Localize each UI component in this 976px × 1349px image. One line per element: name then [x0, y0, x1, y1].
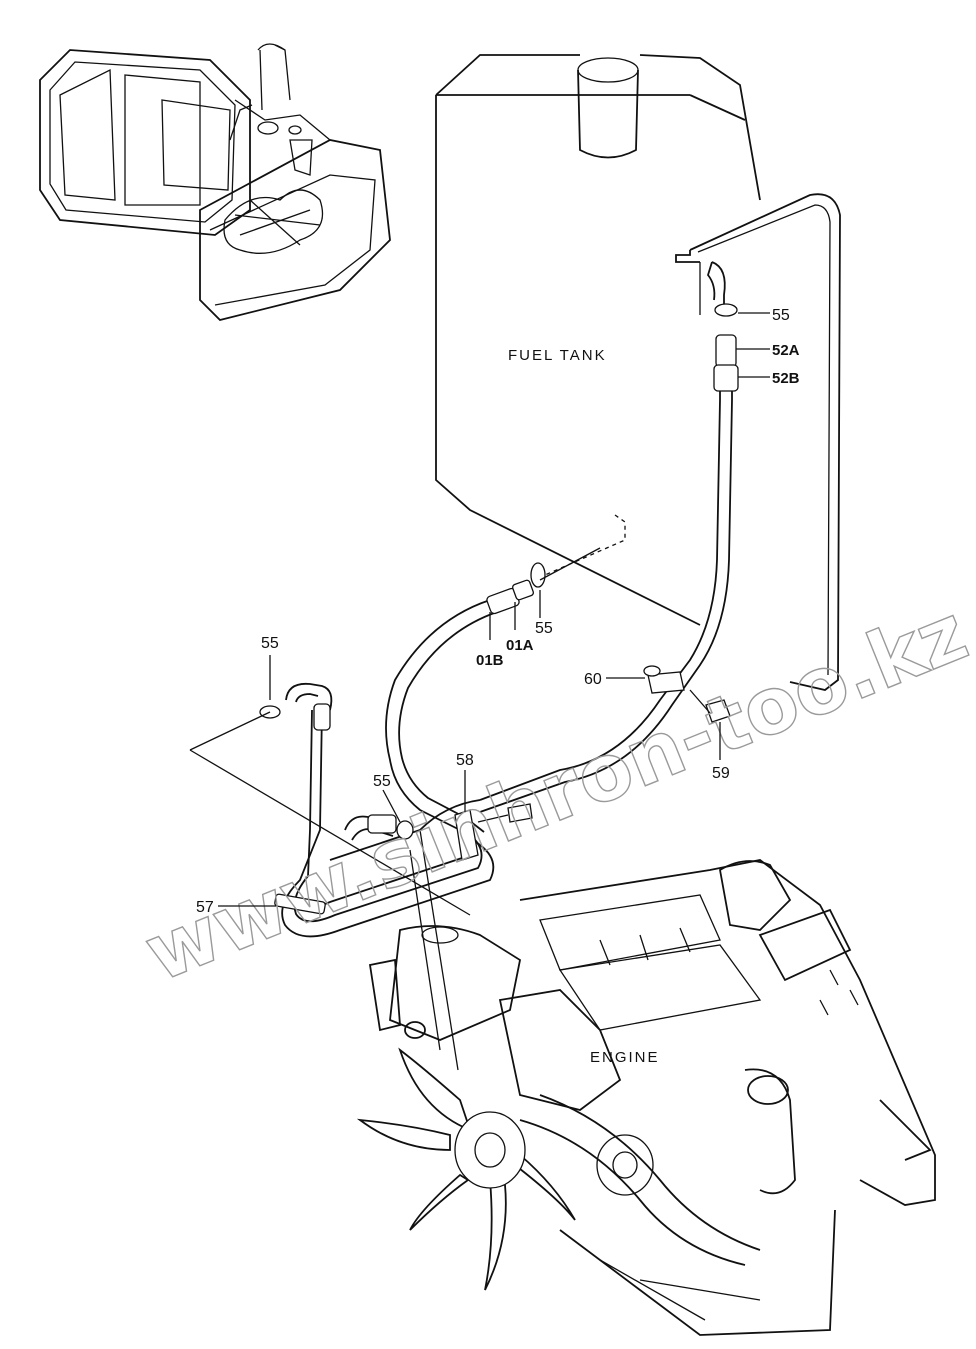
part-label-59: 59 — [712, 765, 730, 782]
part-label-55-lower: 55 — [373, 773, 391, 790]
part-label-55-top: 55 — [772, 307, 790, 324]
fuel-hoses — [189, 303, 739, 1071]
part-label-58: 58 — [456, 752, 474, 769]
fan-illustration — [356, 1047, 576, 1291]
engine-label: ENGINE — [590, 1049, 660, 1066]
excavator-overview-illustration — [39, 43, 391, 321]
engine-illustration — [356, 859, 936, 1336]
part-label-57: 57 — [196, 899, 214, 916]
part-label-01b: 01B — [476, 652, 504, 669]
part-label-01a: 01A — [506, 637, 534, 654]
part-label-52a: 52A — [772, 342, 800, 359]
fuel-tank-illustration — [435, 54, 841, 691]
part-label-52b: 52B — [772, 370, 800, 387]
part-label-55-middle: 55 — [535, 620, 553, 637]
part-label-55-left: 55 — [261, 635, 279, 652]
fuel-tank-label: FUEL TANK — [508, 347, 607, 364]
watermark-text: www.sinhron-too.kz — [133, 588, 976, 1000]
part-label-60: 60 — [584, 671, 602, 688]
part-labels: FUEL TANK ENGINE 55 52A 52B 01B 01A 55 5… — [196, 307, 800, 1066]
